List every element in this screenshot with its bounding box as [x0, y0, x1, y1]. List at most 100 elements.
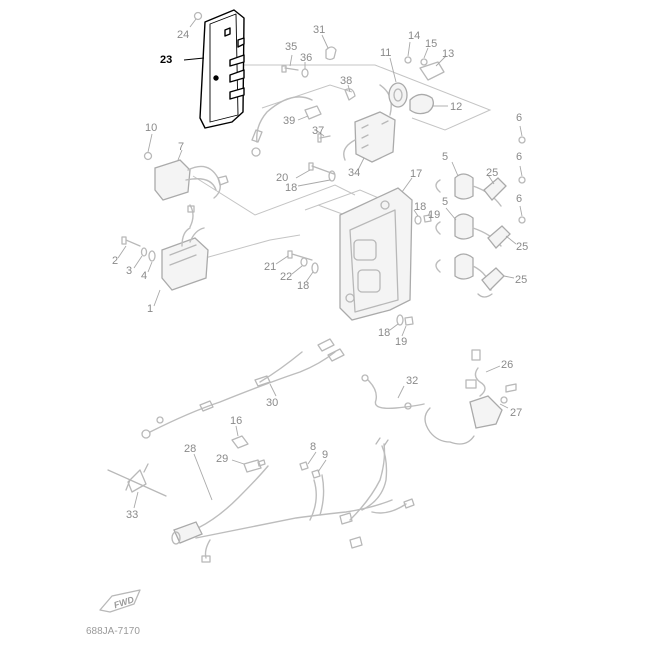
- callout-21[interactable]: 21: [264, 261, 276, 273]
- part-25-cap-lower[interactable]: [477, 267, 515, 298]
- callout-5-a[interactable]: 5: [442, 151, 448, 163]
- callout-15[interactable]: 15: [425, 38, 437, 50]
- callout-6-a[interactable]: 6: [516, 112, 522, 124]
- callout-16[interactable]: 16: [230, 415, 242, 427]
- part-18-washer-upper[interactable]: [297, 170, 336, 187]
- part-10-screw[interactable]: [143, 133, 153, 161]
- callout-25-b[interactable]: 25: [516, 241, 528, 253]
- harness-branch-wires: [339, 437, 415, 549]
- callout-37[interactable]: 37: [312, 125, 324, 137]
- part-6-bolt-middle[interactable]: [518, 165, 526, 184]
- part-29-fuse-holder[interactable]: [231, 459, 266, 473]
- part-31-clamp[interactable]: [321, 34, 337, 61]
- callout-5-b[interactable]: 5: [442, 196, 448, 208]
- part-14-bolt[interactable]: [404, 41, 412, 64]
- callout-18-a[interactable]: 18: [285, 182, 297, 194]
- callout-7[interactable]: 7: [178, 141, 184, 153]
- callout-12[interactable]: 12: [450, 101, 462, 113]
- callout-6-c[interactable]: 6: [516, 193, 522, 205]
- callout-38[interactable]: 38: [340, 75, 352, 87]
- part-38-clip[interactable]: [344, 84, 356, 101]
- callout-20[interactable]: 20: [276, 172, 288, 184]
- part-5-coil-upper[interactable]: [451, 161, 474, 200]
- part-20-bolt[interactable]: [295, 162, 335, 179]
- part-25-cap-upper[interactable]: [483, 174, 507, 201]
- part-18-washer-left[interactable]: [305, 262, 319, 283]
- part-19-nut-upper[interactable]: [423, 211, 432, 223]
- part-39-plug[interactable]: [297, 105, 322, 121]
- part-6-bolt-bottom[interactable]: [518, 205, 526, 224]
- callout-29[interactable]: 29: [216, 453, 228, 465]
- part-36-washer[interactable]: [301, 62, 309, 78]
- part-22-washer[interactable]: [291, 257, 308, 275]
- callout-31[interactable]: 31: [313, 24, 325, 36]
- callout-6-b[interactable]: 6: [516, 151, 522, 163]
- part-30-wire-harness[interactable]: [141, 338, 345, 439]
- part-17-mounting-plate[interactable]: [339, 177, 413, 321]
- callout-17[interactable]: 17: [410, 168, 422, 180]
- callout-18-c[interactable]: 18: [297, 280, 309, 292]
- callout-25-c[interactable]: 25: [515, 274, 527, 286]
- part-16-clip[interactable]: [231, 425, 249, 449]
- callout-35[interactable]: 35: [285, 41, 297, 53]
- callout-25-a[interactable]: 25: [486, 167, 498, 179]
- callout-39[interactable]: 39: [283, 115, 295, 127]
- callout-13[interactable]: 13: [442, 48, 454, 60]
- part-1-ignition-coil[interactable]: [153, 227, 209, 307]
- part-11-rectifier[interactable]: [388, 57, 408, 108]
- callout-19-b[interactable]: 19: [395, 336, 407, 348]
- part-23-cover[interactable]: [183, 9, 245, 129]
- callout-3[interactable]: 3: [126, 265, 132, 277]
- callout-30[interactable]: 30: [266, 397, 278, 409]
- part-24-screw[interactable]: [189, 11, 203, 28]
- part-5-coil-lower[interactable]: [445, 207, 474, 280]
- callout-4[interactable]: 4: [141, 270, 147, 282]
- part-9-connector[interactable]: [311, 459, 327, 479]
- part-25-cap-middle[interactable]: [487, 225, 517, 249]
- part-33-bracket[interactable]: [107, 463, 167, 509]
- forward-direction-arrow: FWD: [99, 589, 141, 613]
- callout-24[interactable]: 24: [177, 29, 189, 41]
- part-13-bracket[interactable]: [419, 55, 447, 81]
- callout-26[interactable]: 26: [501, 359, 513, 371]
- part-32-lead-wire[interactable]: [361, 374, 425, 410]
- part-4-collar[interactable]: [147, 250, 156, 273]
- callout-11[interactable]: 11: [380, 47, 391, 59]
- callout-28[interactable]: 28: [184, 443, 196, 455]
- callout-36[interactable]: 36: [300, 52, 312, 64]
- part-35-bolt[interactable]: [281, 54, 299, 73]
- callout-10[interactable]: 10: [145, 122, 157, 134]
- callout-23[interactable]: 23: [160, 54, 172, 66]
- part-19-nut-lower[interactable]: [401, 316, 414, 337]
- callout-34[interactable]: 34: [348, 167, 360, 179]
- part-3-washer[interactable]: [133, 247, 148, 269]
- callout-2[interactable]: 2: [112, 255, 118, 267]
- callout-33[interactable]: 33: [126, 509, 138, 521]
- callout-14[interactable]: 14: [408, 30, 420, 42]
- callout-9[interactable]: 9: [322, 449, 328, 461]
- callout-8[interactable]: 8: [310, 441, 316, 453]
- callout-18-b[interactable]: 18: [414, 201, 426, 213]
- part-18-washer-lower[interactable]: [389, 314, 404, 331]
- part-8-connector[interactable]: [299, 451, 317, 471]
- part-2-bolt[interactable]: [117, 236, 141, 259]
- part-7-relay-unit[interactable]: [154, 149, 229, 228]
- drawing-code: 688JA-7170: [86, 626, 140, 637]
- callout-22[interactable]: 22: [280, 271, 292, 283]
- part-18-washer-mid[interactable]: [413, 209, 422, 225]
- part-6-bolt-top[interactable]: [518, 125, 526, 144]
- part-28-main-harness[interactable]: [171, 453, 393, 563]
- part-15-washer[interactable]: [420, 47, 429, 66]
- callout-32[interactable]: 32: [406, 375, 418, 387]
- part-26-sensor[interactable]: [465, 349, 501, 397]
- callout-1[interactable]: 1: [147, 303, 153, 315]
- callout-27[interactable]: 27: [510, 407, 522, 419]
- part-27-sensor-bracket[interactable]: [424, 383, 517, 445]
- callout-19-a[interactable]: 19: [428, 209, 440, 221]
- callout-18-d[interactable]: 18: [378, 327, 390, 339]
- part-21-bolt[interactable]: [275, 250, 313, 265]
- part-12-clamp[interactable]: [409, 93, 448, 115]
- part-37-screw[interactable]: [315, 129, 331, 143]
